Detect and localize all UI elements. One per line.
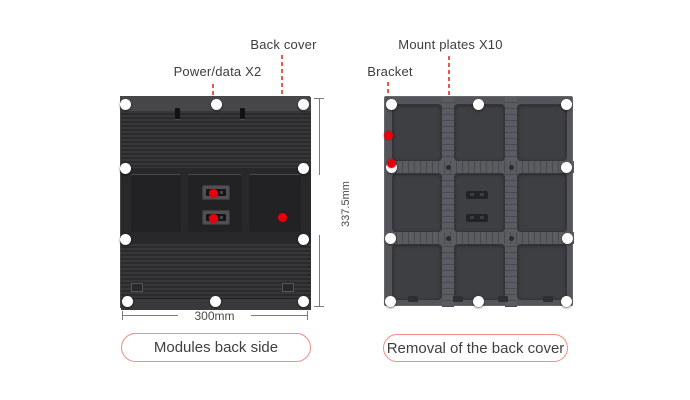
frame-rail-vertical [505,97,517,307]
indicator-dot-bracket [383,130,393,140]
callout-label-power-data: Power/data X2 [173,64,262,79]
pixel-module-cell [454,173,505,232]
module-cover-removed-illustration [384,96,574,307]
internal-connector-2 [466,214,488,222]
bottom-latch-tab [498,296,508,302]
screw-hole [561,232,573,244]
internal-connector-1 [466,191,488,199]
dimension-tick-bottom [314,306,324,307]
module-vent-slot [240,108,245,119]
screw-hole [472,98,484,110]
callout-label-bracket: Bracket [367,64,413,79]
module-panel-left [131,174,181,232]
connector-pin [480,216,484,219]
frame-rail-vertical [442,97,454,307]
screw-hole [385,98,397,110]
connector-pin [480,193,484,196]
dimension-line-height-lower [319,235,320,306]
indicator-dot-back-cover [277,212,287,222]
screw-hole [210,98,222,110]
caption-text: Modules back side [153,339,279,356]
caption-text: Removal of the back cover [386,339,565,357]
dimension-label-height: 337.5mm [340,181,352,227]
module-heatsink-ribs-bottom [121,244,311,298]
indicator-dot-power-data-1 [208,188,218,198]
pixel-module-cell [517,244,567,300]
screw-hole [209,295,221,307]
screw-hole [472,295,484,307]
connector-pin [470,216,474,219]
connector-pin [220,216,223,219]
dimension-line-width-left [122,315,178,316]
bottom-latch-tab [408,296,418,302]
indicator-dot-mount-plate [386,158,396,168]
screw-hole [121,295,133,307]
pixel-module-cell [454,244,505,300]
screw-hole [297,98,309,110]
module-corner-bracket [131,283,143,292]
connector-pin [220,191,223,194]
screw-hole [560,161,572,173]
module-back-side-illustration [119,96,311,310]
pixel-module-cell [392,104,442,161]
module-panel-right [249,174,301,232]
bottom-latch-tab [453,296,463,302]
module-vent-slot [175,108,180,119]
frame-rail-horizontal [385,161,574,173]
bottom-latch-tab [543,296,553,302]
dimension-label-width: 300mm [194,309,235,323]
module-heatsink-ribs-top [121,111,311,168]
dimension-tick-right [307,311,308,320]
module-corner-bracket [282,283,294,292]
screw-hole [560,98,572,110]
indicator-dot-power-data-2 [208,213,218,223]
rail-junction-screw [508,164,514,170]
screw-hole [119,233,131,245]
screw-hole [384,232,396,244]
callout-label-back-cover: Back cover [250,37,317,52]
screw-hole [297,233,309,245]
screw-hole [119,162,131,174]
rail-junction-screw [508,235,514,241]
screw-hole [384,295,396,307]
pixel-module-cell [392,173,442,232]
dimension-line-width-right [251,315,307,316]
pixel-module-cell [517,173,567,232]
caption-pill-removal-back-cover: Removal of the back cover [383,334,568,362]
rail-junction-screw [445,164,451,170]
caption-pill-modules-back-side: Modules back side [121,333,311,362]
frame-rail-horizontal [385,232,574,244]
screw-hole [297,162,309,174]
callout-label-mount-plates: Mount plates X10 [398,37,503,52]
screw-hole [297,295,309,307]
pixel-module-cell [517,104,567,161]
screw-hole [560,295,572,307]
connector-pin [470,193,474,196]
pixel-module-cell [454,104,505,161]
screw-hole [119,98,131,110]
dimension-line-height-upper [319,98,320,175]
rail-junction-screw [445,235,451,241]
pixel-module-cell [392,244,442,300]
